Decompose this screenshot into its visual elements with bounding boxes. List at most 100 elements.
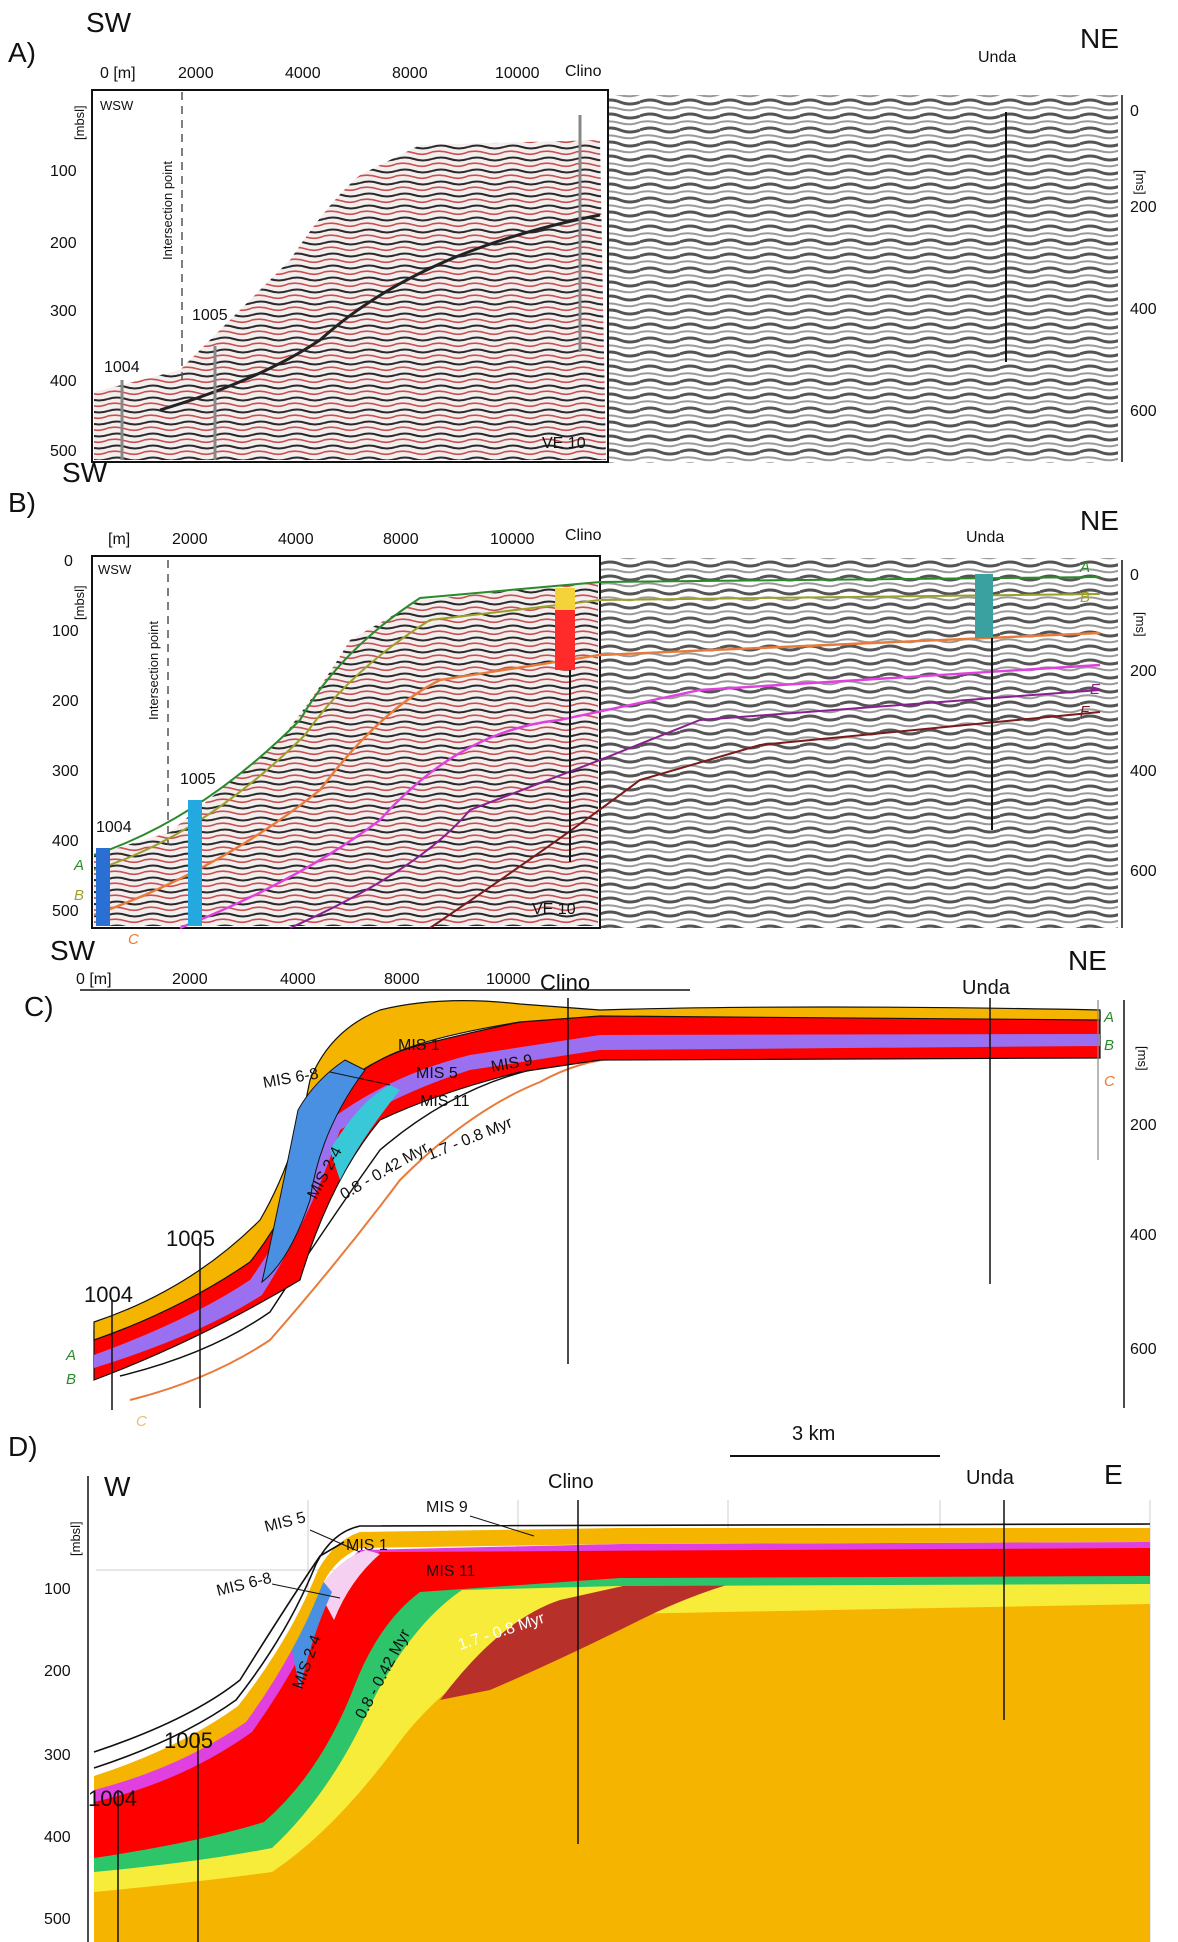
panel-a-depth-tick: 200 (50, 235, 77, 252)
panel-b-well-1005 (188, 800, 202, 926)
panel-c-mis68-pointer (329, 1071, 391, 1086)
panel-d-mis5-pointer (309, 1529, 361, 1553)
panel-b-depth-tick: 100 (52, 623, 79, 640)
panel-b-well-1005-label: 1005 (180, 771, 216, 788)
panel-b-well-1004 (96, 848, 110, 926)
panel-b-horizon-label-right: B (1080, 589, 1090, 606)
panel-b-letter: B) (8, 487, 36, 518)
panel-a-depth-tick: 100 (50, 163, 77, 180)
panel-b-wsw-label: WSW (98, 562, 132, 577)
panel-d: D) W E Clino Unda 3 km (8, 1423, 1151, 1942)
panel-d-scale-label: 3 km (792, 1423, 835, 1445)
panel-d-depth-unit: [mbsl] (68, 1521, 83, 1556)
panel-b-x-tick: 10000 (490, 531, 535, 548)
panel-b-horizon-a (93, 576, 1101, 856)
panel-b-horizon-label-left: B (74, 887, 84, 904)
panel-b-twt-unit: [ms] (1133, 612, 1148, 637)
panel-a-well-1004-label: 1004 (104, 359, 140, 376)
panel-d-unit-green (94, 1576, 1150, 1872)
panel-d-unit-blue (290, 1580, 332, 1690)
panel-a-wsw-label: WSW (100, 98, 134, 113)
panel-b-depth-unit: [mbsl] (72, 585, 87, 620)
panel-d-right-direction: E (1104, 1459, 1123, 1490)
panel-b-horizon-label-right: E (1090, 681, 1101, 698)
panel-a-well-1005-label: 1005 (192, 307, 228, 324)
panel-d-outline (93, 1523, 1151, 1769)
panel-c-line-older (119, 1039, 1101, 1377)
panel-b-twt-tick: 0 (1130, 567, 1139, 584)
panel-a-depth-unit: [mbsl] (72, 105, 87, 140)
panel-c-horizon-label-left: C (136, 1413, 147, 1430)
panel-b-horizon-label-left: C (128, 931, 139, 948)
panel-b-clino-label: Clino (565, 527, 602, 544)
panel-a-right-direction: NE (1080, 23, 1119, 54)
panel-d-mis68-line (93, 1541, 345, 1753)
panel-b-horizon-b (93, 593, 1101, 871)
panel-a-x-tick: 4000 (285, 65, 321, 82)
panel-c-right-direction: NE (1068, 945, 1107, 976)
panel-d-unit-orange-base (94, 1600, 1150, 1942)
panel-d-unit-darkred (440, 1576, 760, 1700)
panel-a-depth-tick: 500 (50, 443, 77, 460)
panel-b-depth-tick: 500 (52, 903, 79, 920)
panel-b-horizon-e (289, 689, 1101, 929)
panel-c-clino-label: Clino (540, 970, 590, 995)
panel-d-mis9-pointer (469, 1515, 535, 1537)
panel-b-unda-label: Unda (966, 529, 1004, 546)
panel-c-twt-tick: 400 (1130, 1227, 1157, 1244)
panel-d-unit-yellow (94, 1580, 1150, 1892)
panel-a-twt-unit: [ms] (1133, 170, 1148, 195)
panel-c-unit-mis1-label: MIS 1 (398, 1037, 440, 1054)
panel-c-twt-tick: 200 (1130, 1117, 1157, 1134)
panel-a-clino-label: Clino (565, 63, 602, 80)
panel-b-horizon-c (93, 631, 1101, 917)
panel-b-horizon-d (179, 663, 1101, 930)
panel-b-horizon-label-right: F (1080, 703, 1090, 720)
panel-b-twt-tick: 200 (1130, 663, 1157, 680)
panel-c-horizon-label-left: B (66, 1371, 76, 1388)
panel-b-twt-tick: 400 (1130, 763, 1157, 780)
panel-d-depth-tick: 200 (44, 1663, 71, 1680)
panel-d-unda-label: Unda (966, 1467, 1015, 1489)
panel-d-depth-tick: 400 (44, 1829, 71, 1846)
panel-a-x-tick: 2000 (178, 65, 214, 82)
panel-c-line-old (109, 1024, 1101, 1363)
panel-d-well-1004-label: 1004 (88, 1786, 137, 1811)
panel-a-twt-tick: 400 (1130, 301, 1157, 318)
panel-b-right-direction: NE (1080, 505, 1119, 536)
panel-d-depth-tick: 100 (44, 1581, 71, 1598)
panel-c-x-unit: 0 [m] (76, 971, 112, 988)
panel-a-letter: A) (8, 37, 36, 68)
panel-c-x-tick: 2000 (172, 971, 208, 988)
panel-d-unit-mis9-label: MIS 9 (426, 1499, 468, 1516)
panel-b-horizon-label-right: A (1079, 559, 1090, 576)
panel-d-clino-label: Clino (548, 1471, 594, 1493)
panel-b-twt-tick: 600 (1130, 863, 1157, 880)
panel-a-depth-tick: 400 (50, 373, 77, 390)
panel-a-left-direction: SW (86, 7, 132, 38)
panel-d-unit-mis5-label: MIS 5 (263, 1509, 308, 1536)
panel-b-well-1004-label: 1004 (96, 819, 132, 836)
panel-b-x-unit: [m] (108, 531, 130, 548)
panel-b-clinoform-body (94, 582, 598, 926)
panel-a-twt-tick: 0 (1130, 103, 1139, 120)
panel-a-x-unit: 0 [m] (100, 65, 136, 82)
panel-d-unit-pink (318, 1550, 380, 1620)
panel-b-x-tick: 2000 (172, 531, 208, 548)
panel-b-x-tick: 8000 (383, 531, 419, 548)
panel-c-left-direction: SW (50, 935, 96, 966)
panel-c-unit-mis11-label: MIS 11 (420, 1093, 470, 1110)
panel-a-x-tick: 10000 (495, 65, 540, 82)
panel-a-intersection-label: Intersection point (160, 161, 175, 260)
panel-a: A) SW NE 0 [m] 2000 4000 8000 10000 Clin… (8, 7, 1157, 463)
panel-b-depth-tick: 200 (52, 693, 79, 710)
panel-b-well-unda (975, 574, 993, 638)
panel-a-unda-label: Unda (978, 49, 1016, 66)
panel-a-depth-tick: 300 (50, 303, 77, 320)
panel-b-x-tick: 4000 (278, 531, 314, 548)
panel-c-unit-mis5-11 (93, 1011, 1101, 1381)
panel-d-depth-tick: 500 (44, 1911, 71, 1928)
panel-a-seismic-right (608, 95, 1118, 463)
panel-d-letter: D) (8, 1431, 38, 1462)
panel-d-left-direction: W (104, 1471, 131, 1502)
